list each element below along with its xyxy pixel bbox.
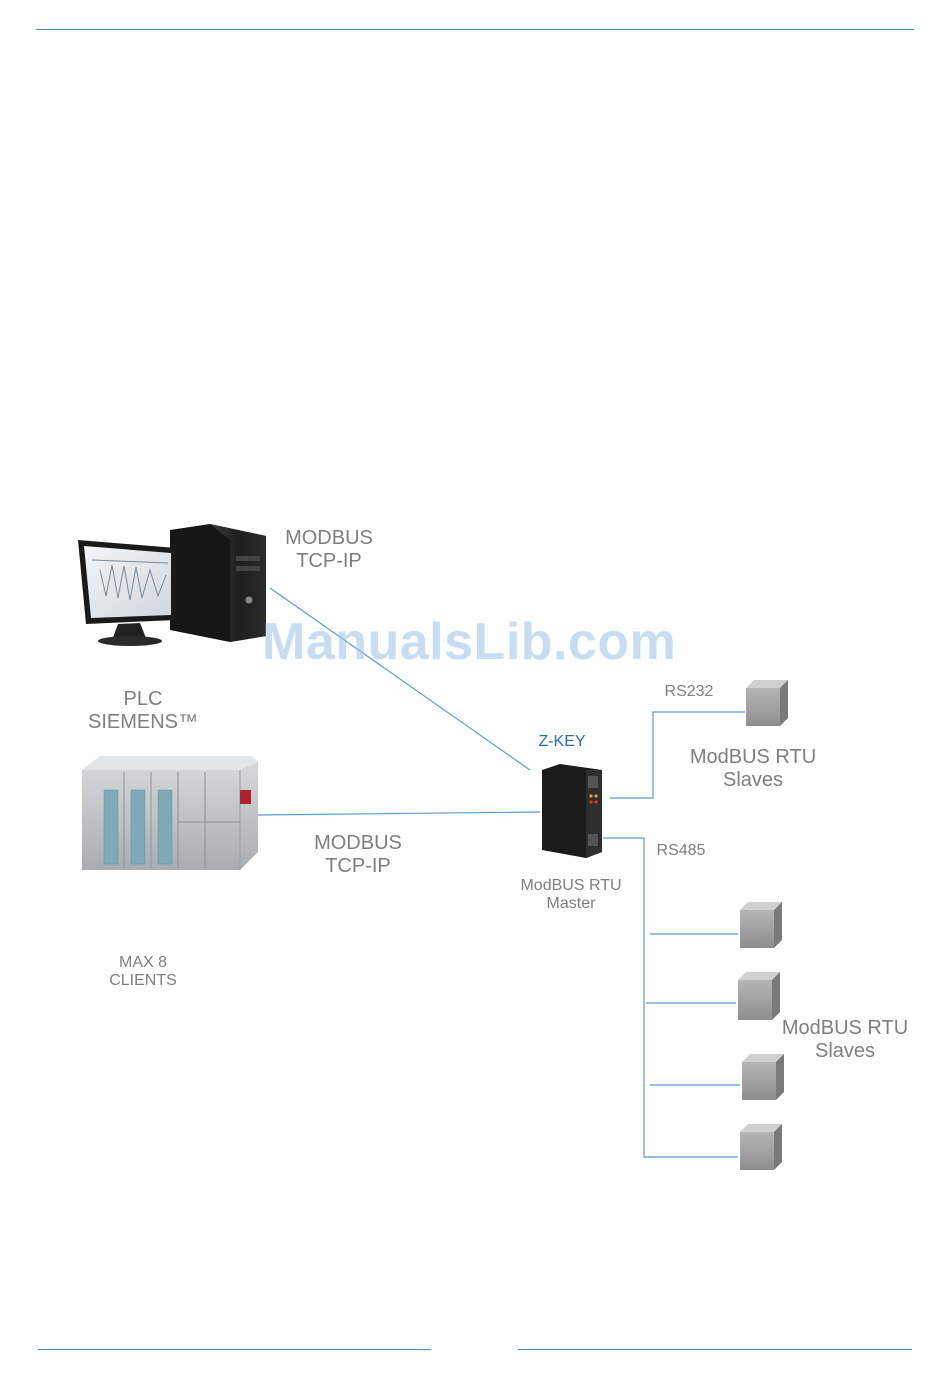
slave-device-icon [740, 902, 782, 948]
plc-siemens-icon [82, 756, 258, 870]
label-modbus-tcpip-mid: MODBUS TCP-IP [298, 832, 418, 878]
label-slaves-bottom: ModBUS RTU Slaves [772, 1017, 918, 1063]
label-modbus-rtu-master: ModBUS RTU Master [506, 877, 636, 914]
label-rs232: RS232 [658, 683, 720, 701]
slave-device-icon [746, 680, 788, 726]
label-rs485: RS485 [650, 842, 712, 860]
label-modbus-tcpip-top: MODBUS TCP-IP [270, 527, 388, 573]
slave-device-icon [740, 1124, 782, 1170]
watermark: ManualsLib.com [262, 612, 676, 672]
zkey-module-icon [542, 764, 602, 858]
label-max-clients: MAX 8 CLIENTS [92, 954, 194, 991]
label-zkey: Z-KEY [526, 733, 598, 751]
label-plc-siemens: PLC SIEMENS™ [78, 688, 208, 734]
link-plc-to-zkey [258, 812, 540, 815]
label-slaves-top: ModBUS RTU Slaves [680, 746, 826, 792]
pc-workstation-icon [78, 524, 266, 646]
slave-device-icon [738, 972, 780, 1020]
